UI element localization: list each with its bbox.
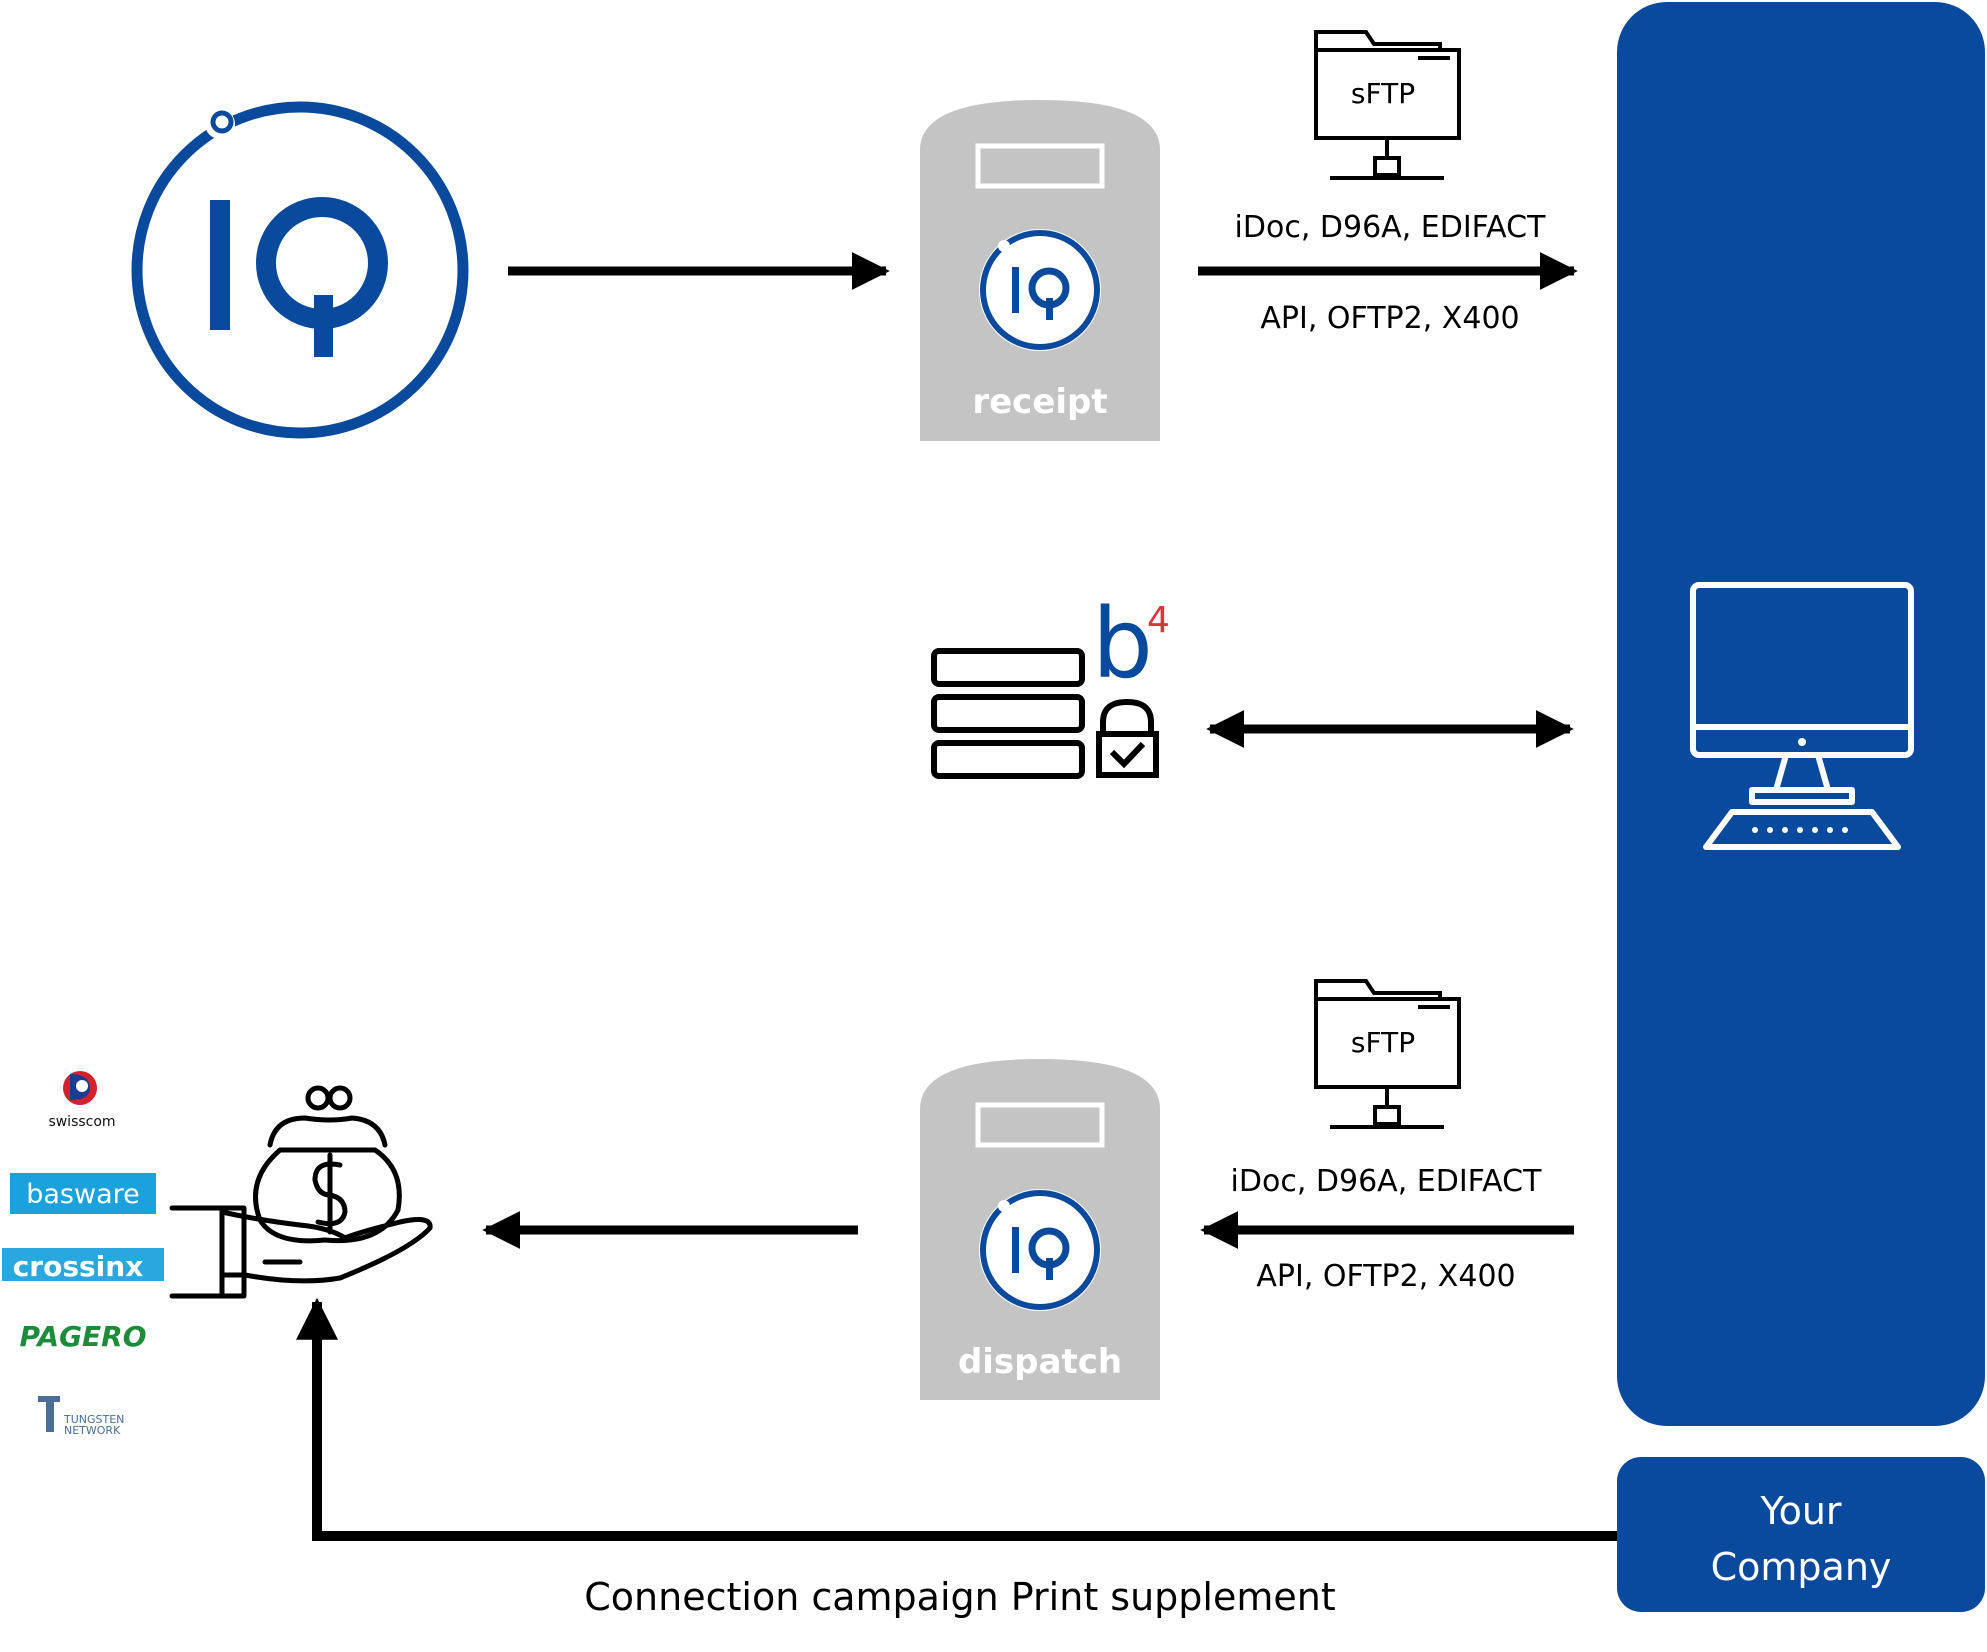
arrow-company-to-payment <box>296 1297 1617 1541</box>
receipt-server: receipt <box>920 100 1160 441</box>
b4-letter: b <box>1092 588 1153 700</box>
iq-logo <box>131 101 469 439</box>
receipt-label: receipt <box>972 382 1107 422</box>
protocol-line2-top: API, OFTP2, X400 <box>1260 301 1519 336</box>
keyboard-dots <box>1752 827 1848 833</box>
tungsten-line1: TUNGSTEN <box>63 1413 124 1426</box>
crossinx-logo: crossinx <box>2 1248 164 1283</box>
swisscom-text: swisscom <box>48 1114 115 1130</box>
folder-network-icon-bottom <box>1314 979 1461 1129</box>
tungsten-line2: NETWORK <box>64 1424 121 1437</box>
company-line1: Your <box>1759 1489 1841 1533</box>
sftp-label-top: sFTP <box>1351 77 1415 110</box>
folder-network-icon-top <box>1314 30 1461 180</box>
monitor-icon <box>1690 582 1914 850</box>
sftp-label-bottom: sFTP <box>1351 1026 1415 1059</box>
crossinx-text: crossinx <box>13 1250 144 1283</box>
tungsten-logo: TUNGSTEN NETWORK <box>38 1396 124 1437</box>
company-panel <box>1617 2 1985 1426</box>
b4-superscript: 4 <box>1147 600 1170 641</box>
basware-logo: basware <box>10 1173 156 1214</box>
money-bag-hand-icon <box>169 1085 433 1299</box>
company-box <box>1617 1457 1985 1612</box>
pagero-logo: PAGERO <box>19 1320 146 1353</box>
protocol-line1-bottom: iDoc, D96A, EDIFACT <box>1231 1164 1543 1199</box>
protocol-line1-top: iDoc, D96A, EDIFACT <box>1235 210 1547 245</box>
company-line2: Company <box>1711 1545 1892 1589</box>
basware-text: basware <box>26 1179 140 1210</box>
swisscom-logo: swisscom <box>48 1071 116 1130</box>
protocol-line2-bottom: API, OFTP2, X400 <box>1256 1259 1515 1294</box>
database-lock-icon <box>931 648 1159 779</box>
dispatch-label: dispatch <box>958 1342 1122 1382</box>
caption: Connection campaign Print supplement <box>584 1575 1335 1619</box>
dispatch-server: dispatch <box>920 1059 1160 1400</box>
